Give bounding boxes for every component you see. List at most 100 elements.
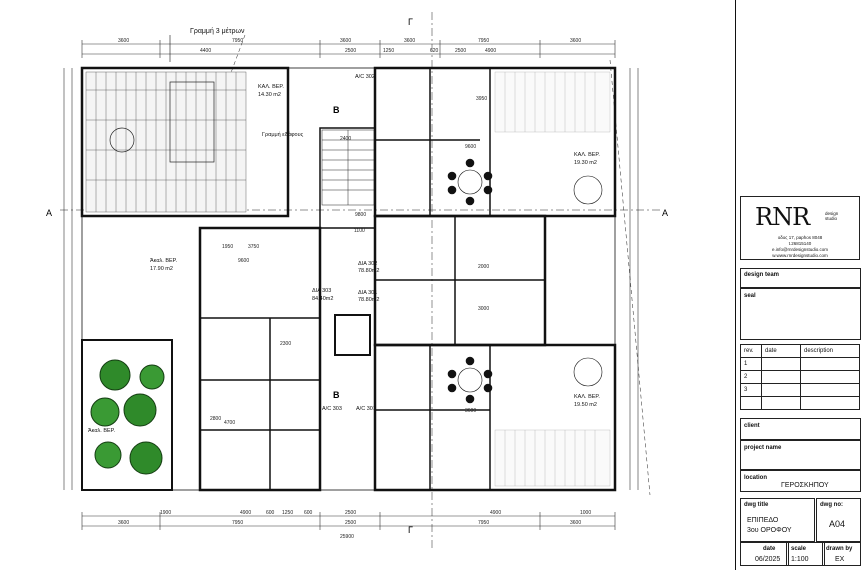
dim-top-3: 3600	[340, 38, 351, 44]
dim-bot-1: 3600	[118, 520, 129, 526]
dim-top-inner-2: 2500	[345, 48, 356, 54]
room-dim-3: 3950	[476, 96, 487, 102]
room-dim-8: 9800	[355, 212, 366, 218]
rev-number: 1	[740, 357, 762, 371]
rev-date-header: date	[761, 344, 801, 358]
dimensions-bottom: 1900 4900 600 1250 600 2500 4900 1000 36…	[118, 510, 591, 540]
label-ac-302: A/C 302	[355, 74, 375, 80]
room-dim-2: 3000	[478, 306, 489, 312]
section-a-right: A	[662, 208, 668, 218]
studio-logo: RNR design studio οδος 17, paphos 8048 t…	[740, 196, 860, 260]
staircase	[321, 129, 375, 206]
room-dim-7: 9600	[238, 258, 249, 264]
rev-number: 3	[740, 383, 762, 397]
dim-bot-2: 7950	[232, 520, 243, 526]
label-veranda-left-bottom: Άκαλ. ΒΕΡ.	[88, 428, 116, 434]
label-apt-302: ΔΙΑ 302	[358, 261, 377, 267]
dim-bot-inner-8: 1000	[580, 510, 591, 516]
room-dim-1: 9600	[465, 144, 476, 150]
room-dim-5: 4700	[224, 420, 235, 426]
label-open-veranda-left-area: 17.90 m2	[150, 266, 173, 272]
dim-top-6: 3600	[570, 38, 581, 44]
dwg-title-line-1: ΕΠΙΠΕΔΟ	[747, 517, 779, 524]
dim-bot-inner-1: 1900	[160, 510, 171, 516]
dim-top-5: 7950	[478, 38, 489, 44]
rev-header: rev.	[740, 344, 762, 358]
dim-top-4: 3600	[404, 38, 415, 44]
date-value: 06/2025	[755, 556, 781, 563]
scale-cell: scale 1:100	[786, 542, 825, 566]
label-veranda-right-bottom-area: 19.50 m2	[574, 402, 597, 408]
dim-bot-inner-2: 4900	[240, 510, 251, 516]
address-line: οδος 17, paphos 8048	[777, 235, 823, 240]
table-row: 2	[740, 370, 860, 384]
pergola-furniture	[109, 81, 215, 163]
location-cell: location ΓΕΡΟΣΚΗΠΟΥ	[740, 470, 861, 492]
date-label: date	[763, 546, 776, 552]
garden-trees	[90, 359, 165, 475]
label-apt-303: ΔΙΑ 303	[312, 288, 331, 294]
project-name-label: project name	[744, 445, 782, 451]
room-labels: ΚΑΛ. ΒΕΡ. 14.30 m2 Γραμμή εδάφους Άκαλ. …	[88, 74, 600, 434]
label-pergola: Γραμμή εδάφους	[262, 131, 304, 138]
dim-top-inner-4: 620	[430, 48, 439, 54]
table-row: 3	[740, 383, 860, 397]
location-value: ΓΕΡΟΣΚΗΠΟΥ	[781, 482, 829, 489]
room-dim-6: 2300	[280, 341, 291, 347]
drawn-by-value: EX	[835, 556, 845, 563]
dim-bot-inner-5: 600	[304, 510, 313, 516]
room-dim-4: 2800	[210, 416, 221, 422]
label-apt-301: ΔΙΑ 301	[358, 290, 377, 296]
label-apt-302-area: 78.80m2	[358, 268, 379, 274]
dim-bot-inner-3: 600	[266, 510, 275, 516]
design-team-cell: design team	[740, 268, 861, 288]
dim-top-2: 7950	[232, 38, 243, 44]
label-ac-303: A/C 303	[322, 406, 342, 412]
label-veranda-top-area: 14.30 m2	[258, 92, 281, 98]
annotation-3m-line: Γραμμή 3 μέτρων	[190, 27, 245, 35]
drawn-by-cell: drawn by EX	[822, 542, 861, 566]
dim-top-inner-1: 4400	[200, 48, 211, 54]
revision-table: rev. date description 1 2 3	[740, 344, 860, 410]
dwg-no-cell: dwg no: A04	[816, 498, 861, 542]
room-dim-12: 1950	[222, 244, 233, 250]
client-cell: client	[740, 418, 861, 440]
location-label: location	[744, 475, 768, 481]
veranda-tiles	[494, 71, 611, 487]
logo-subtitle: design studio	[825, 211, 839, 221]
scale-label: scale	[791, 546, 807, 552]
rev-number: 2	[740, 370, 762, 384]
address-phone: t.26815140	[788, 241, 812, 246]
floor-plan-drawing: 3600 7950 3600 3600 7950 3600 4400 2500 …	[46, 12, 668, 548]
room-dim-13: 3750	[248, 244, 259, 250]
label-veranda-right-top-area: 19.30 m2	[574, 160, 597, 166]
address-web: w.www.rnrdesignstudio.com	[772, 253, 828, 258]
dwg-title-cell: dwg title ΕΠΙΠΕΔΟ 3ου ΟΡΟΦΟΥ	[740, 498, 815, 542]
dim-bot-inner-7: 4900	[490, 510, 501, 516]
dim-top-inner-6: 4900	[485, 48, 496, 54]
dim-bot-5: 3600	[570, 520, 581, 526]
label-veranda-right-top: ΚΑΛ. ΒΕΡ.	[574, 152, 600, 158]
room-dim-10: 2000	[478, 264, 489, 270]
table-row: 1	[740, 357, 860, 371]
section-b-bottom: B	[333, 390, 340, 400]
section-a-left: A	[46, 208, 52, 218]
label-veranda-top: ΚΑΛ. ΒΕΡ.	[258, 84, 284, 90]
dim-bot-3: 2500	[345, 520, 356, 526]
section-g-top: Γ	[408, 17, 413, 27]
dim-bot-inner-4: 1250	[282, 510, 293, 516]
studio-address: οδος 17, paphos 8048 t.26815140 e.info@r…	[747, 235, 853, 259]
label-apt-301-area: 78.80m2	[358, 297, 379, 303]
room-dim-9: 3600	[465, 408, 476, 414]
dwg-title-line-2: 3ου ΟΡΟΦΟΥ	[747, 527, 792, 534]
label-open-veranda-left: Άκαλ. ΒΕΡ.	[150, 258, 178, 264]
address-email: e.info@rnrdesignstudio.com	[771, 247, 829, 252]
date-cell: date 06/2025	[740, 542, 789, 566]
seal-label: seal	[744, 293, 756, 299]
design-team-label: design team	[744, 272, 780, 278]
label-veranda-right-bottom: ΚΑΛ. ΒΕΡ.	[574, 394, 600, 400]
pergola-hatch	[85, 71, 247, 213]
rev-description-header: description	[800, 344, 860, 358]
dwg-no-label: dwg no:	[820, 502, 843, 508]
room-dim-14: 2400	[340, 136, 351, 142]
